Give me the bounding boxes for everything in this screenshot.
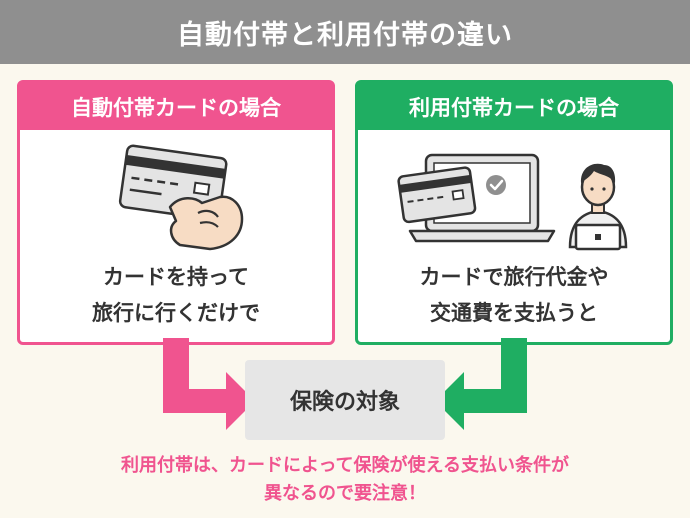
usage-coverage-card-title: 利用付帯カードの場合 [358, 83, 670, 130]
credit-card-icon [397, 166, 477, 224]
green-arrow-icon [435, 338, 527, 430]
auto-coverage-card-title: 自動付帯カードの場合 [20, 83, 332, 130]
person-icon [568, 163, 628, 251]
caution-note: 利用付帯は、カードによって保険が使える支払い条件が 異なるので要注意！ [0, 452, 690, 508]
usage-coverage-line: 交通費を支払うと [430, 301, 598, 325]
usage-coverage-description: カードで旅行代金や 交通費を支払うと [358, 259, 670, 331]
auto-coverage-line: 旅行に行くだけで [92, 301, 260, 325]
check-icon [486, 175, 506, 195]
page-title: 自動付帯と利用付帯の違い [177, 19, 513, 51]
caution-note-line: 異なるので要注意！ [264, 483, 426, 504]
page-header: 自動付帯と利用付帯の違い [0, 0, 690, 64]
auto-coverage-card: 自動付帯カードの場合 カードを持って 旅行に行くだけで [17, 80, 335, 345]
hand-holding-card-illustration [118, 144, 244, 251]
auto-coverage-line: カードを持って [103, 265, 249, 289]
auto-coverage-description: カードを持って 旅行に行くだけで [20, 259, 332, 331]
laptop-payment-illustration [397, 153, 628, 251]
usage-coverage-line: カードで旅行代金や [419, 265, 609, 289]
insurance-target-label: 保険の対象 [289, 390, 400, 415]
caution-note-line: 利用付帯は、カードによって保険が使える支払い条件が [120, 455, 570, 476]
insurance-target-box: 保険の対象 [245, 360, 445, 440]
usage-coverage-card: 利用付帯カードの場合 [355, 80, 673, 345]
pink-arrow-icon [163, 338, 255, 430]
